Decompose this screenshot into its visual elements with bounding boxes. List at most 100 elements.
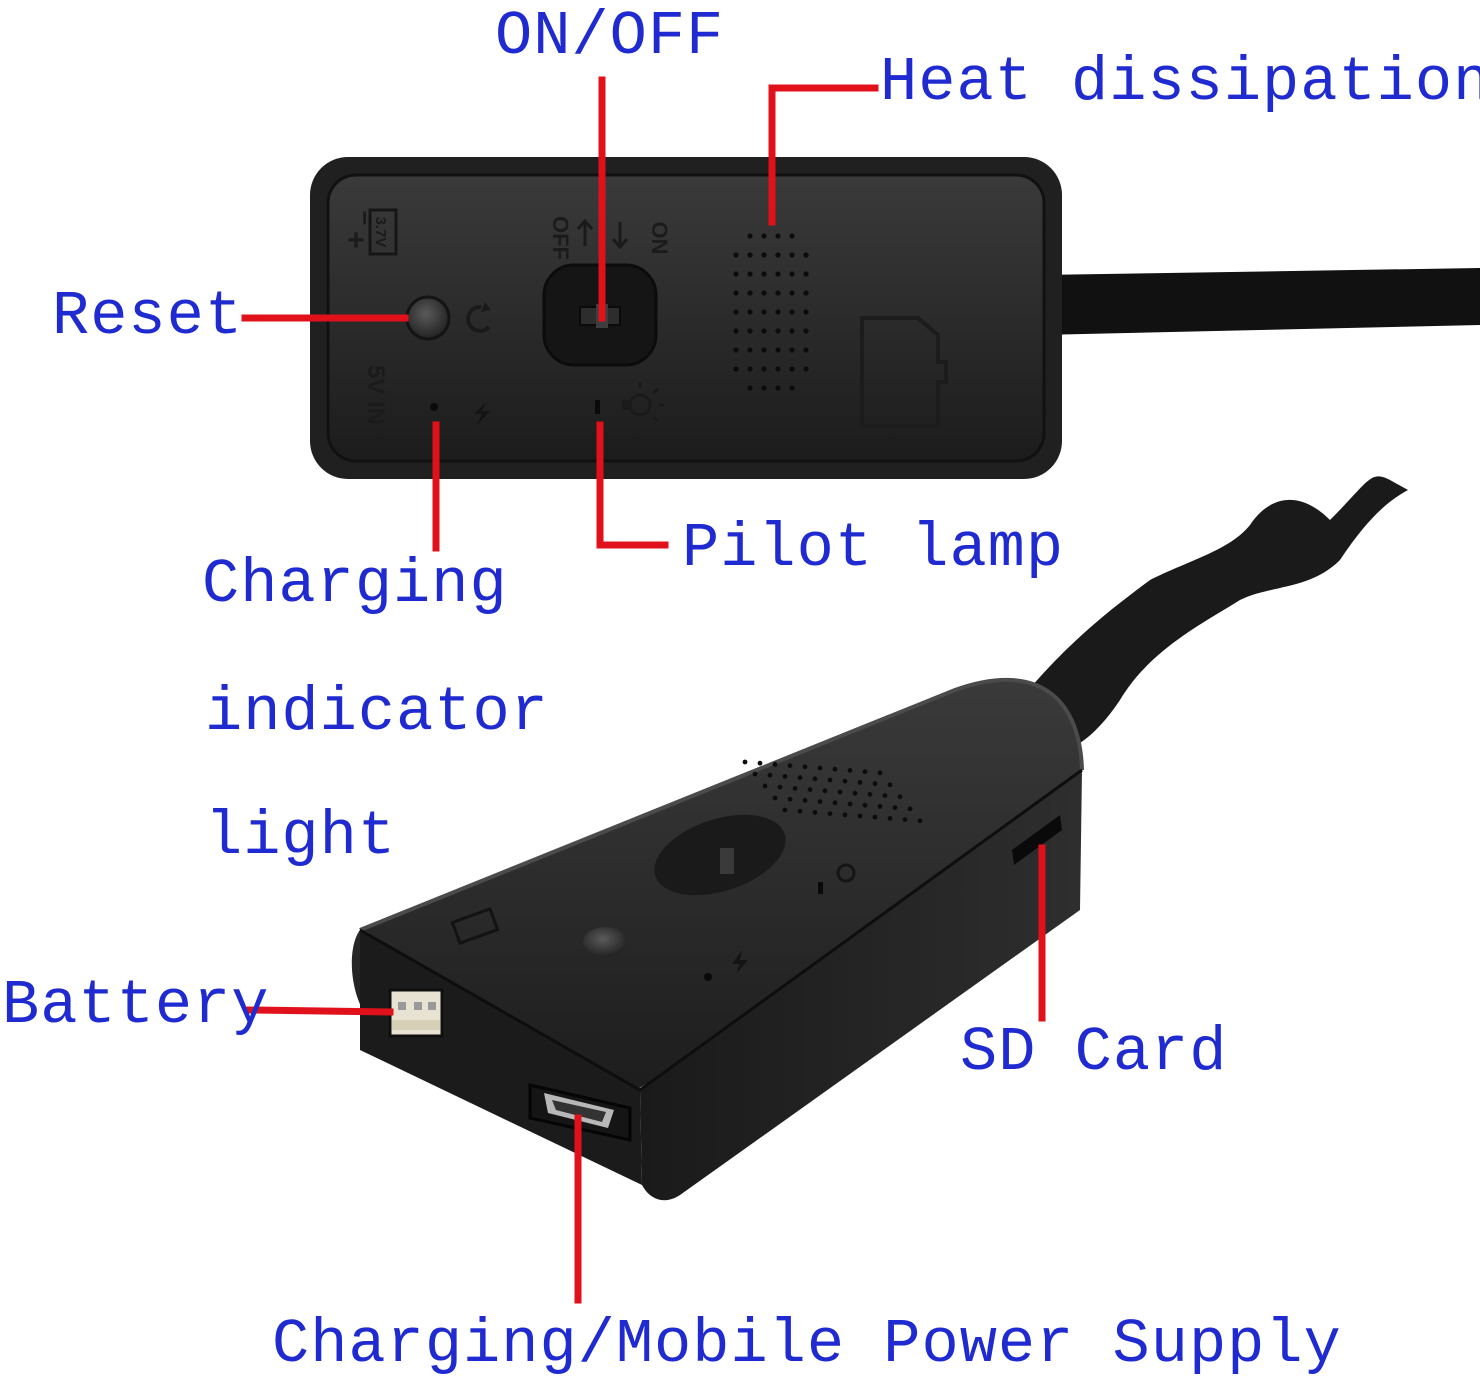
leader-lines: [241, 76, 1046, 1304]
vent-hole: [847, 801, 853, 807]
vent-hole: [775, 233, 781, 239]
vent-hole: [761, 309, 767, 315]
vent-hole: [792, 786, 798, 791]
vent-hole: [892, 805, 898, 810]
battery-voltage-marking: 3.7V: [372, 217, 389, 248]
vent-hole: [847, 768, 853, 773]
vent-hole: [747, 252, 753, 258]
vent-hole: [807, 787, 813, 792]
ribbon-cable-bottom: [1020, 476, 1408, 756]
vent-hole: [877, 770, 883, 776]
vent-hole: [767, 772, 773, 778]
vent-hole: [761, 233, 767, 239]
vent-hole: [803, 347, 809, 353]
vent-hole: [907, 806, 913, 812]
charging-led: [430, 403, 438, 411]
vent-hole: [777, 784, 783, 790]
label-power-supply: Charging/Mobile Power Supply: [272, 1309, 1342, 1380]
vent-hole: [857, 780, 863, 785]
vent-hole: [775, 385, 781, 391]
vent-hole: [761, 271, 767, 277]
vent-hole: [782, 807, 788, 813]
vent-hole: [872, 781, 878, 786]
leader-battery: [246, 1006, 394, 1016]
vent-hole: [761, 290, 767, 296]
vent-hole: [803, 328, 809, 334]
off-marking: OFF: [548, 216, 573, 260]
vent-hole: [733, 366, 739, 372]
vent-hole: [775, 271, 781, 277]
vent-hole: [733, 347, 739, 353]
vent-hole: [803, 252, 809, 258]
heat-vent-grid-3d: [742, 759, 923, 824]
vent-hole: [775, 309, 781, 315]
vent-hole: [842, 778, 848, 784]
vent-hole: [747, 328, 753, 334]
vent-hole: [832, 800, 838, 806]
label-charging-line-1: Charging: [202, 549, 508, 620]
vent-hole: [761, 385, 767, 391]
bottom-device-top-face: [351, 679, 1082, 1108]
vent-hole: [775, 328, 781, 334]
vent-hole: [747, 290, 753, 296]
heat-vent-grid: [733, 233, 809, 391]
vent-hole: [802, 798, 808, 803]
vent-hole: [812, 776, 818, 782]
vent-hole: [803, 290, 809, 296]
vent-hole: [917, 818, 923, 824]
vent-hole: [797, 775, 803, 780]
vent-hole: [827, 811, 833, 816]
vent-hole: [775, 252, 781, 258]
input-marking: 5V IN: [362, 365, 389, 425]
vent-hole: [733, 328, 739, 334]
vent-hole: [797, 808, 803, 814]
label-pilot-lamp: Pilot lamp: [682, 513, 1065, 584]
vent-hole: [789, 328, 795, 334]
label-battery: Battery: [2, 970, 270, 1041]
vent-hole: [857, 813, 863, 819]
micro-usb-port-icon: [528, 1083, 632, 1142]
label-reset: Reset: [52, 281, 244, 352]
refresh-arrow-icon: [466, 304, 491, 333]
vent-hole: [747, 271, 753, 277]
vent-hole: [733, 290, 739, 296]
vent-hole: [887, 816, 893, 821]
vent-hole: [789, 233, 795, 239]
vent-hole: [867, 792, 873, 797]
vent-hole: [757, 760, 763, 766]
vent-hole: [822, 788, 828, 794]
vent-hole: [812, 810, 818, 815]
vent-hole: [747, 309, 753, 315]
leader-pilot: [596, 421, 669, 549]
minus-marking: −: [350, 210, 380, 225]
vent-hole: [789, 252, 795, 258]
vent-hole: [872, 814, 878, 820]
vent-hole: [775, 290, 781, 296]
vent-hole: [803, 271, 809, 277]
vent-hole: [787, 763, 793, 768]
label-charging-line-3: light: [205, 801, 397, 872]
vent-hole: [787, 796, 793, 802]
label-on-off: ON/OFF: [495, 1, 725, 72]
vent-hole: [742, 759, 748, 765]
label-sd-card: SD Card: [960, 1017, 1228, 1088]
vent-hole: [733, 252, 739, 258]
vent-hole: [789, 366, 795, 372]
vent-hole: [817, 765, 823, 771]
vent-hole: [789, 271, 795, 277]
vent-hole: [733, 309, 739, 315]
vent-hole: [761, 347, 767, 353]
ribbon-cable-top: [1040, 268, 1480, 335]
vent-hole: [789, 309, 795, 315]
plus-marking: +: [347, 224, 365, 257]
vent-hole: [862, 769, 868, 774]
reset-button-icon: [405, 295, 451, 341]
vent-hole: [747, 366, 753, 372]
vent-hole: [761, 366, 767, 372]
vent-hole: [817, 799, 823, 804]
bottom-device-side: [640, 770, 1082, 1201]
vent-hole: [837, 789, 843, 795]
vent-hole: [902, 817, 908, 822]
vent-hole: [789, 347, 795, 353]
